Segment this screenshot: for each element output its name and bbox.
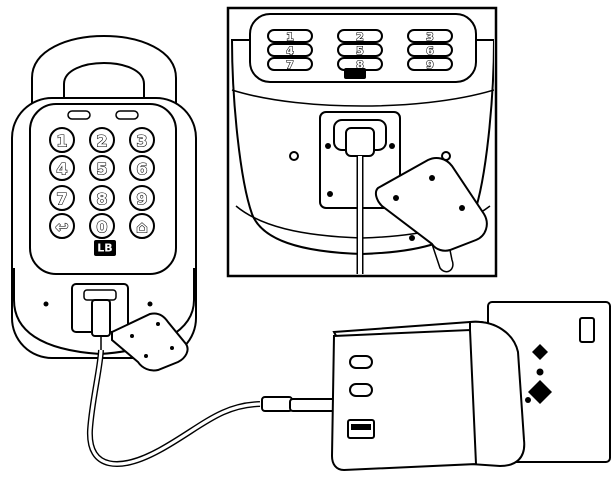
keypad-key-label: 1 bbox=[56, 132, 67, 151]
keypad-key-label: 8 bbox=[96, 190, 107, 209]
zoom-key-label: 5 bbox=[356, 45, 364, 58]
zoom-key-6: 6 bbox=[408, 44, 452, 58]
keypad-key-5: 5 bbox=[90, 156, 114, 180]
zoom-key-label: 9 bbox=[426, 59, 434, 72]
keypad-key-8: 8 bbox=[90, 186, 114, 210]
zoom-key-9: 9 bbox=[408, 58, 452, 72]
zoom-key-7: 7 bbox=[268, 58, 312, 72]
zoom-key-label: 4 bbox=[286, 45, 294, 58]
keypad-key-label: 0 bbox=[96, 218, 107, 237]
keypad-key-label: 4 bbox=[56, 160, 67, 179]
zoom-key-2: 2 bbox=[338, 30, 382, 44]
zoom-key-label: 1 bbox=[286, 31, 294, 44]
zoom-key-label: 2 bbox=[356, 31, 364, 44]
keypad-key-label: 3 bbox=[136, 132, 147, 151]
keypad-key-4: 4 bbox=[50, 156, 74, 180]
keypad-key-2: 2 bbox=[90, 128, 114, 152]
zoom-key-4: 4 bbox=[268, 44, 312, 58]
keypad-key-10: ↩ bbox=[50, 214, 74, 238]
zoom-key-label: 3 bbox=[426, 31, 434, 44]
keypad-key-label: 9 bbox=[136, 190, 147, 209]
zoom-key-3: 3 bbox=[408, 30, 452, 44]
keypad-key-label: 2 bbox=[96, 132, 107, 151]
keypad-key-12: ⌂ bbox=[130, 214, 154, 238]
keypad-key-label: 6 bbox=[136, 160, 147, 179]
brand-logo-text: LB bbox=[97, 242, 112, 255]
usb-c-wall-charger-icon bbox=[332, 322, 524, 470]
keypad-key-label: 7 bbox=[56, 190, 67, 209]
zoom-inset: 1 2 3 4 5 6 7 8 9 bbox=[228, 8, 496, 276]
padlock-icon: 1 2 3 4 5 6 7 8 9 ↩ 0 ⌂ LB bbox=[12, 36, 196, 358]
keypad: 1 2 3 4 5 6 7 8 9 ↩ 0 ⌂ bbox=[50, 128, 154, 238]
brand-logo-icon: LB bbox=[94, 240, 116, 256]
keypad-key-label: ⌂ bbox=[136, 218, 147, 237]
zoom-key-label: 7 bbox=[286, 59, 294, 72]
zoom-key-1: 1 bbox=[268, 30, 312, 44]
keypad-key-7: 7 bbox=[50, 186, 74, 210]
keypad-key-label: 5 bbox=[96, 160, 107, 179]
keypad-key-11: 0 bbox=[90, 214, 114, 238]
rubber-port-cover-icon bbox=[112, 313, 188, 370]
keypad-key-label: ↩ bbox=[55, 218, 68, 237]
keypad-key-3: 3 bbox=[130, 128, 154, 152]
zoom-key-label: 8 bbox=[356, 59, 364, 72]
keypad-key-6: 6 bbox=[130, 156, 154, 180]
usb-c-plug-lock bbox=[92, 300, 110, 350]
keypad-key-1: 1 bbox=[50, 128, 74, 152]
keypad-key-9: 9 bbox=[130, 186, 154, 210]
zoom-key-5: 5 bbox=[338, 44, 382, 58]
zoom-key-label: 6 bbox=[426, 45, 434, 58]
